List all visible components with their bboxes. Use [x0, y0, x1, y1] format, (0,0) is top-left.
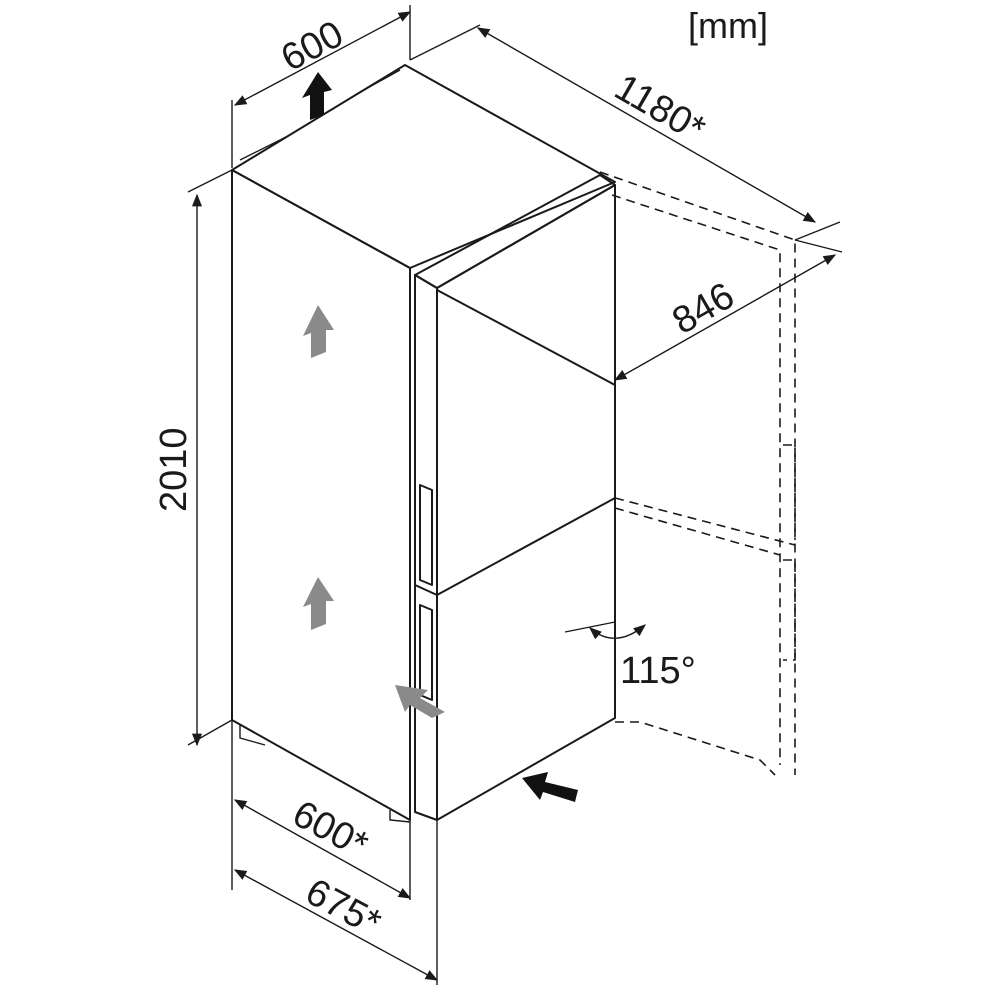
dim-depth-door-open: 1180*	[608, 66, 713, 151]
door-top-edge	[414, 174, 616, 289]
door-side-strip	[414, 274, 438, 821]
top-face	[231, 64, 616, 269]
dim-width-top: 600	[275, 13, 351, 80]
push-arrow-icon	[522, 772, 578, 802]
upper-door-shade-line	[436, 289, 616, 386]
gray-arrow-up-icon	[303, 577, 334, 630]
gray-arrow-up-icon	[303, 305, 334, 358]
dim-depth-with-handle: 675*	[299, 871, 388, 945]
lower-handle	[419, 604, 433, 701]
dim-height: 2010	[153, 427, 195, 512]
dimension-lines	[187, 5, 843, 985]
dim-door-depth: 846	[666, 275, 742, 343]
upper-handle	[419, 484, 433, 586]
gray-arrow-diagonal-icon	[395, 685, 445, 718]
unit-label: [mm]	[688, 5, 768, 46]
front-doors	[436, 184, 616, 821]
door-angle-label: 115°	[620, 650, 696, 692]
side-panel	[231, 169, 411, 821]
dim-depth: 600*	[286, 793, 375, 867]
door-divider	[414, 497, 616, 596]
